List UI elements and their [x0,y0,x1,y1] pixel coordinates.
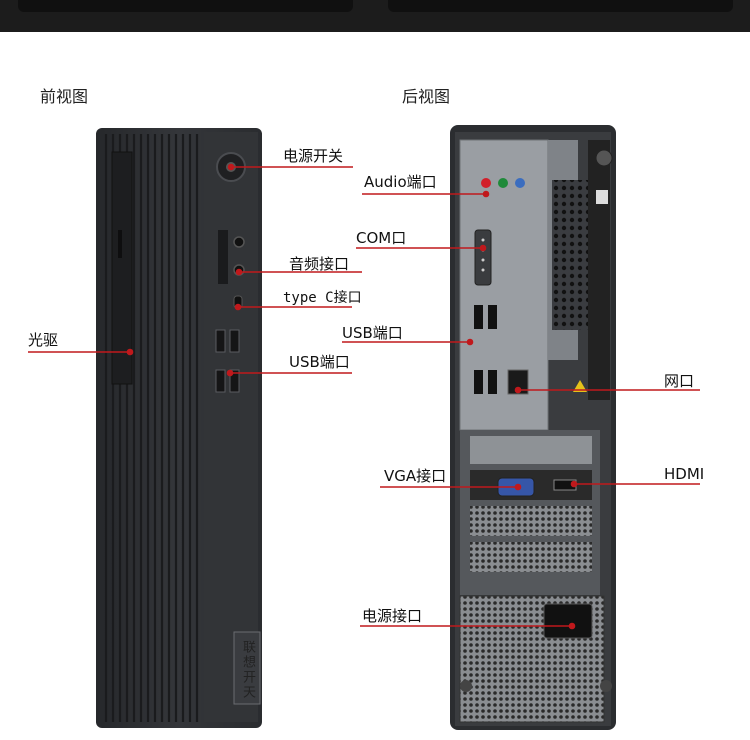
top-dark-bar [0,0,750,32]
label-vga-port: VGA接口 [384,467,447,485]
front-view-title: 前视图 [40,87,89,106]
rear-view-title: 后视图 [402,87,451,106]
label-power-switch: 电源开关 [283,147,344,165]
front-pointer-lines [28,163,362,377]
label-rear-usb: USB端口 [342,324,403,342]
label-com-port: COM口 [356,229,407,247]
label-hdmi-port: HDMI [664,465,705,483]
label-power-port: 电源接口 [362,607,423,625]
top-bar-tab-right [388,0,733,12]
label-rear-audio: Audio端口 [364,173,437,191]
label-network-port: 网口 [664,372,695,390]
label-front-usb: USB端口 [289,353,350,371]
label-optical-drive: 光驱 [28,331,59,349]
front-chassis [96,128,262,728]
brand-plate-text: 联想开天 [240,640,255,700]
label-audio-jack: 音频接口 [289,255,350,273]
rear-pointer-lines [342,190,700,630]
label-type-c: type C接口 [283,290,362,306]
top-bar-tab-left [18,0,353,12]
rear-chassis [450,125,616,730]
